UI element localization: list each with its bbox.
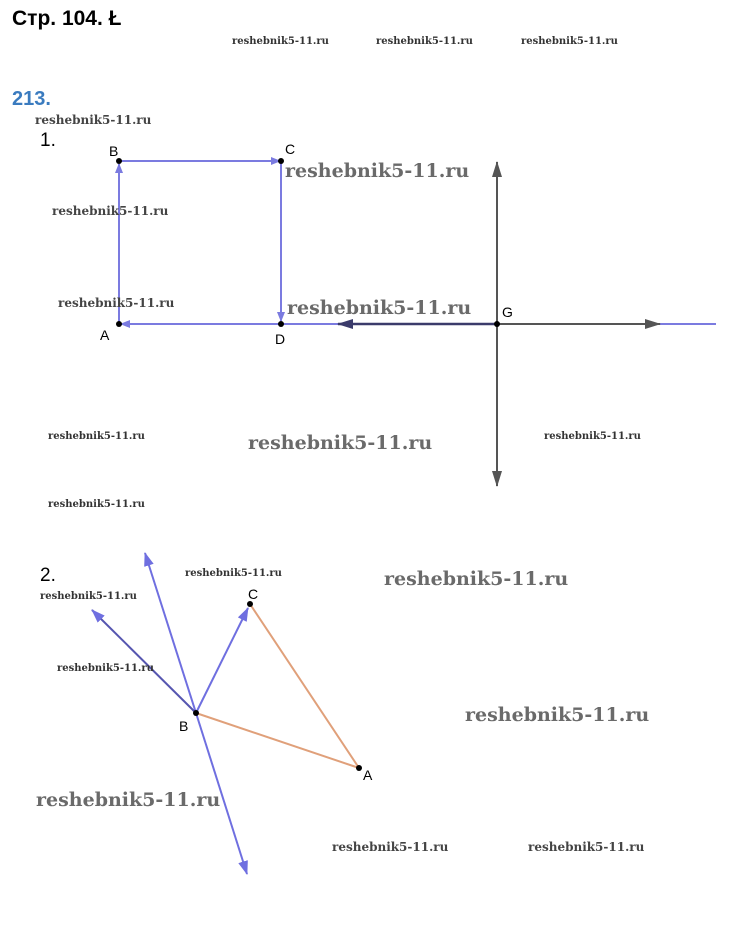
point-B	[116, 158, 122, 164]
watermark: reshebnik5-11.ru	[248, 432, 433, 454]
point-C	[278, 158, 284, 164]
point-D	[278, 321, 284, 327]
watermark: reshebnik5-11.ru	[232, 36, 329, 47]
label-A2: A	[363, 767, 373, 783]
watermark: reshebnik5-11.ru	[57, 663, 154, 674]
figure-1: A B C D G	[100, 141, 716, 487]
watermark: reshebnik5-11.ru	[48, 499, 145, 510]
point-G	[494, 321, 500, 327]
task-number: 213.	[12, 88, 51, 110]
watermark: reshebnik5-11.ru	[35, 113, 152, 127]
watermark: reshebnik5-11.ru	[52, 204, 169, 218]
figure-1-number: 1.	[40, 130, 56, 151]
page-title: Стр. 104. Ł	[12, 7, 122, 30]
figure-2: B C A	[91, 552, 373, 875]
watermark: reshebnik5-11.ru	[40, 591, 137, 602]
side-BA	[195, 712, 360, 769]
side-CA	[249, 603, 360, 769]
label-C: C	[285, 141, 295, 157]
vector-B-upleft	[91, 609, 197, 714]
watermark: reshebnik5-11.ru	[376, 36, 473, 47]
watermark: reshebnik5-11.ru	[287, 297, 472, 319]
point-B2	[193, 710, 199, 716]
watermark: reshebnik5-11.ru	[332, 840, 449, 854]
point-A2	[356, 765, 362, 771]
point-A	[116, 321, 122, 327]
watermark: reshebnik5-11.ru	[48, 431, 145, 442]
label-C2: C	[248, 586, 258, 602]
vector-BC	[195, 607, 249, 714]
label-A: A	[100, 327, 110, 343]
vector-B-up	[144, 552, 197, 714]
watermark: reshebnik5-11.ru	[384, 568, 569, 590]
label-B: B	[109, 143, 118, 159]
vector-B-down	[195, 712, 248, 875]
label-D: D	[275, 331, 285, 347]
watermark: reshebnik5-11.ru	[285, 160, 470, 182]
watermark: reshebnik5-11.ru	[185, 568, 282, 579]
watermark: reshebnik5-11.ru	[465, 704, 650, 726]
figure-2-number: 2.	[40, 565, 56, 586]
watermark: reshebnik5-11.ru	[544, 431, 641, 442]
watermark: reshebnik5-11.ru	[528, 840, 645, 854]
watermark: reshebnik5-11.ru	[521, 36, 618, 47]
point-C2	[247, 601, 253, 607]
watermark: reshebnik5-11.ru	[58, 296, 175, 310]
watermark: reshebnik5-11.ru	[36, 789, 221, 811]
label-G: G	[502, 304, 513, 320]
label-B2: B	[179, 718, 188, 734]
